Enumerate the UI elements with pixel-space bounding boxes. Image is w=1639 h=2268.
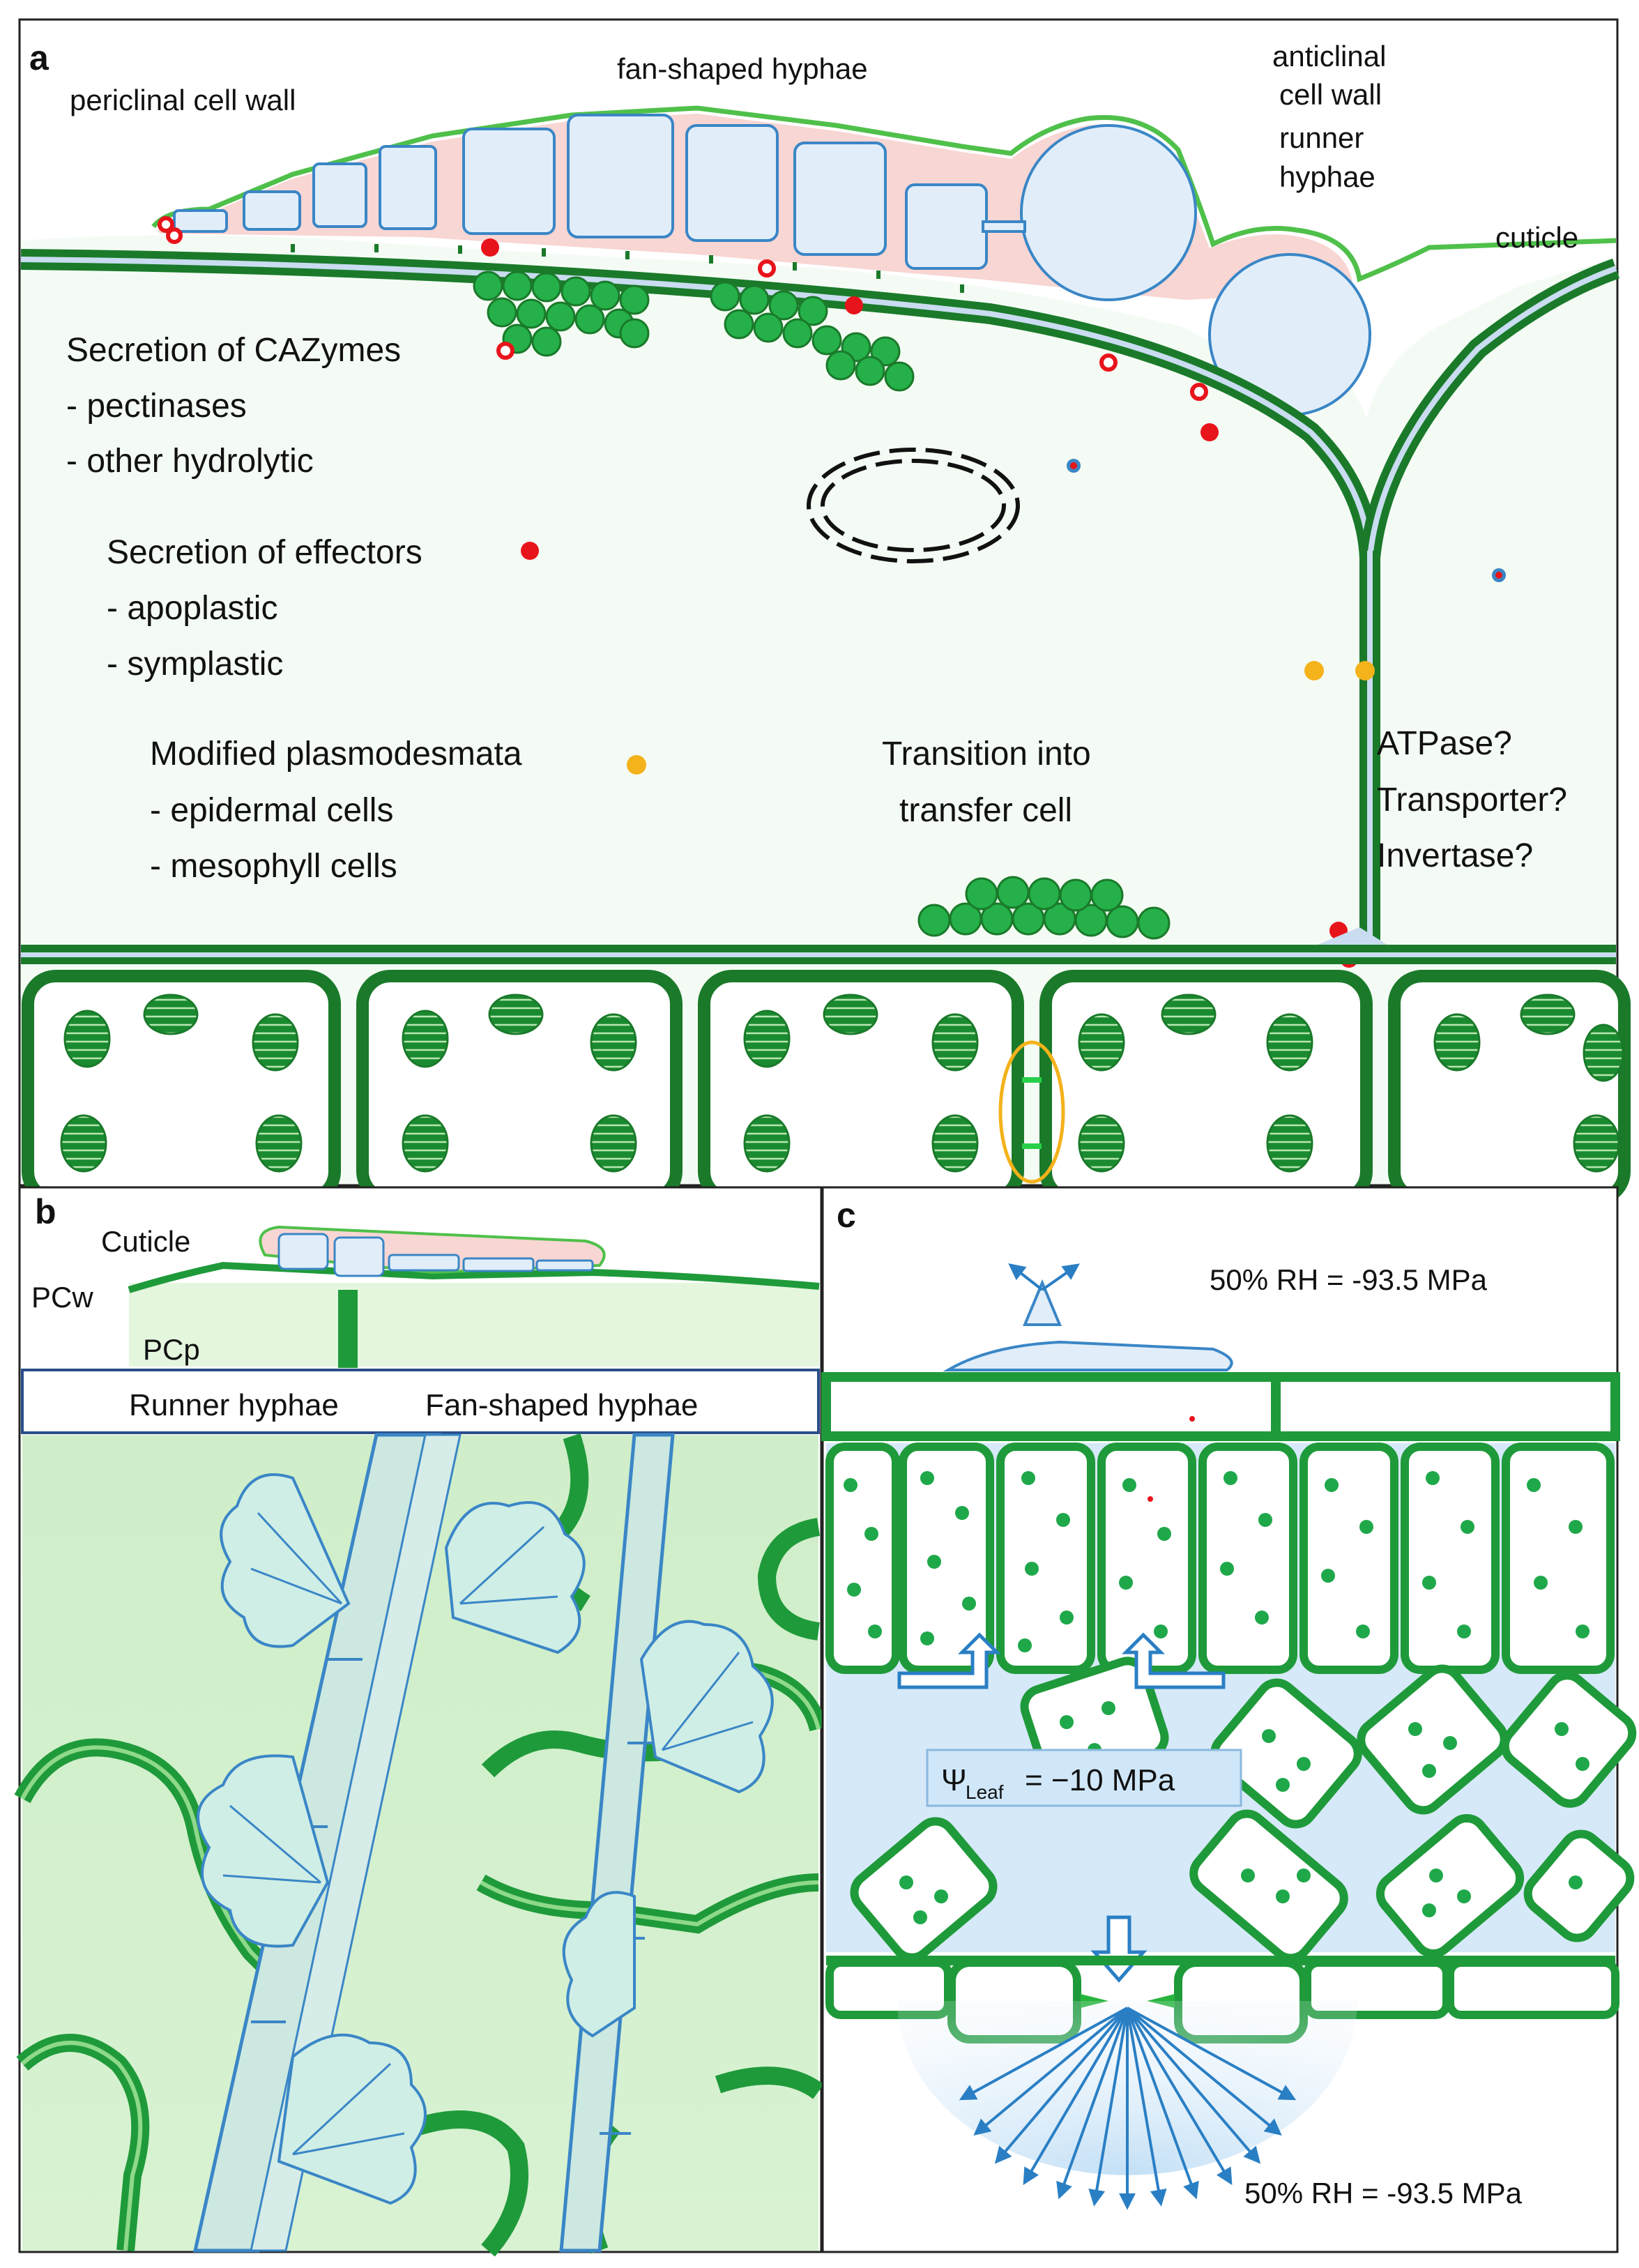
anticlinal-lamella [1367,551,1373,948]
cazymes-item-2: - other hydrolytic [66,443,314,480]
rh-top-label: 50% RH = -93.5 MPa [1210,1263,1488,1296]
rh-bottom-label: 50% RH = -93.5 MPa [1244,2177,1523,2209]
psi-value: = −10 MPa [1025,1763,1175,1797]
panel-a-letter: a [29,38,49,77]
c-palisade-chloroplasts [844,1471,1590,1652]
b-label-bar [21,1369,820,1434]
cazymes-title: Secretion of CAZymes [66,332,401,369]
label-cell-wall: cell wall [1279,78,1382,111]
b-fan-internal-lines [222,1512,754,2156]
label-runner: runner [1279,121,1364,154]
cazymes-item-1: - pectinases [66,388,247,425]
effectors-item-1: - apoplastic [107,590,277,627]
c-spongy-layer: Ψ Leaf = −10 MPa [826,1632,1637,1983]
label-hyphae: hyphae [1279,160,1375,193]
b-label-runner-hyphae: Runner hyphae [129,1388,339,1422]
effector-markers [481,238,1358,968]
panel-c: c 50% RH = -93.5 MPa [821,1186,1637,2253]
psi-leaf-box [926,1749,1242,1807]
nucleus-outline [807,448,1020,563]
c-palisade-layer [825,1443,1615,1680]
middle-lamella [20,257,1373,558]
cazyme-markers [158,216,1208,401]
c-surface-hypha [943,1263,1233,1371]
plasmodesmata-highlight [998,1040,1065,1184]
b-label-pcp: PCp [143,1333,200,1366]
transition-line-2: transfer cell [899,792,1072,829]
b-fan-shaped-hyphae [197,1473,774,2205]
junction-space [1318,927,1387,945]
panel-b: Cuticle PCw PCp b Runner hyphae Fan-shap… [14,1186,828,2257]
transition-line-1: Transition into [882,736,1091,773]
c-epidermis-top [821,1372,1620,1441]
right-middle-lamella [1367,266,1617,558]
c-vapour-arrows [959,2007,1297,2210]
panel-b-letter: b [35,1192,56,1231]
question-atpase: ATPase? [1377,725,1512,762]
b-label-fan-shaped-hyphae: Fan-shaped hyphae [425,1388,698,1422]
plasmodesma-2 [1022,1143,1042,1149]
panel-a: a periclinal cell wall fan-shaped hyphae… [18,18,1631,1205]
question-transporter: Transporter? [1377,782,1567,819]
question-invertase: Invertase? [1377,837,1533,874]
c-effector-dot [1148,1496,1153,1502]
c-lower-epidermis [825,1956,1619,2210]
effectors-item-2: - symplastic [107,646,283,683]
nucleus-inner-outline [821,459,1006,552]
panel-c-letter: c [837,1196,856,1235]
chloroplasts-mesophyll [60,994,1624,1173]
chloroplast-cluster-bottom [917,876,1171,940]
chloroplast-cluster-top [473,271,915,392]
b-label-pcw: PCw [31,1281,93,1314]
psi-subscript: Leaf [966,1781,1004,1803]
effectors-title: Secretion of effectors [107,534,422,571]
psi-symbol: Ψ [941,1763,967,1797]
lower-lamella [21,952,1616,957]
plasmodesmata-title: Modified plasmodesmata [150,736,522,773]
runner-hyphae-cells [982,124,1371,416]
c-spongy-chloroplasts [899,1701,1590,1924]
b-periclinal-wall [128,1261,820,1293]
plasmodesma-1 [1022,1077,1042,1083]
fan-shaped-hyphae-cells [173,114,988,270]
label-periclinal-cell-wall: periclinal cell wall [70,84,296,116]
plasmodesmata-markers [627,661,1375,775]
plasmodesmata-item-1: - epidermal cells [150,792,393,829]
label-anticlinal: anticlinal [1272,40,1386,73]
b-cell-fill [129,1283,819,1367]
b-anticlinal-wall [338,1290,358,1368]
label-cuticle: cuticle [1495,221,1578,254]
label-fan-shaped-hyphae: fan-shaped hyphae [617,52,868,85]
b-label-cuticle: Cuticle [101,1225,190,1258]
b-hyphae [277,1233,594,1277]
plasmodesmata-item-2: - mesophyll cells [150,848,397,885]
wall-ingrowths [291,244,964,293]
